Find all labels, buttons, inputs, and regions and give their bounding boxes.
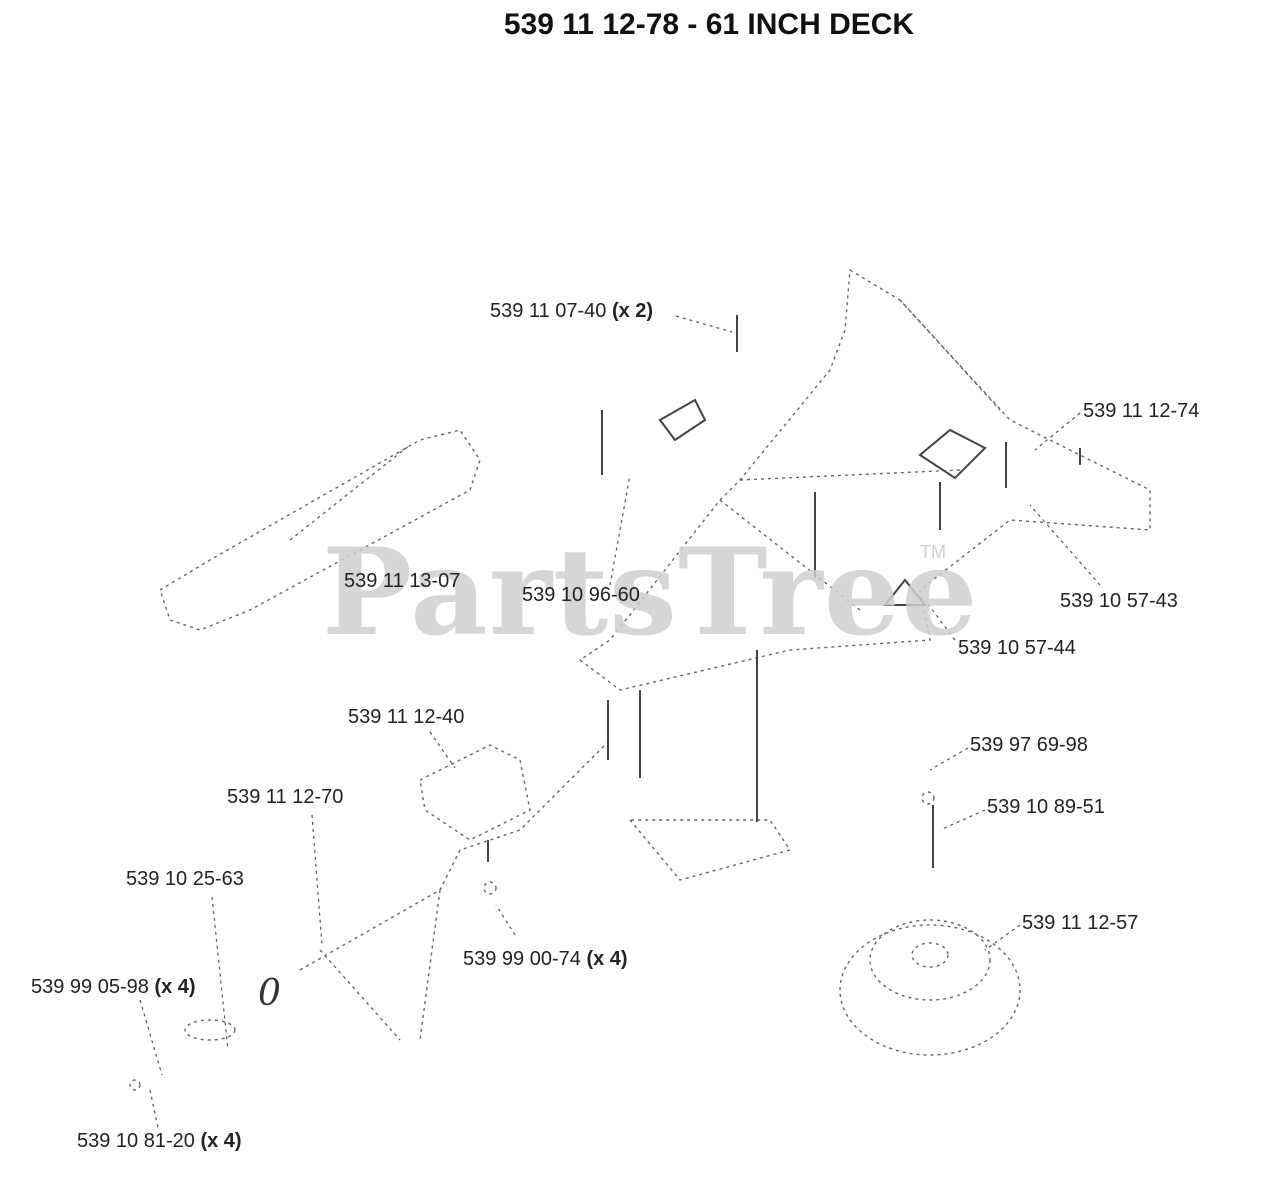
leader-p1: [675, 315, 733, 333]
leader-p2: [1034, 412, 1081, 451]
part-number: 539 10 57-44: [958, 637, 1076, 659]
part-label[interactable]: 539 10 25-63: [126, 868, 244, 891]
leader-p10: [939, 809, 986, 831]
leader-p4: [609, 474, 631, 586]
part-qty: (x 4): [586, 948, 628, 970]
leader-p9: [311, 814, 323, 946]
part-label[interactable]: 539 10 57-44: [958, 637, 1076, 660]
leader-p13: [495, 904, 516, 936]
part-number: 539 10 57-43: [1060, 590, 1178, 612]
part-label[interactable]: 539 11 07-40 (x 2): [490, 300, 653, 323]
leader-p15: [149, 1089, 159, 1129]
belt-guard: [159, 429, 481, 631]
part-number: 539 10 89-51: [987, 796, 1105, 818]
washer-right: [921, 791, 935, 805]
leader-p14: [139, 999, 163, 1076]
pulley-outer: [839, 924, 1021, 1056]
pulley-hub: [911, 942, 949, 968]
part-label[interactable]: 539 10 81-20 (x 4): [77, 1130, 242, 1153]
leader-p11: [211, 896, 229, 1051]
decal-2: [882, 578, 928, 606]
part-label[interactable]: 539 99 05-98 (x 4): [31, 976, 196, 999]
part-number: 539 11 12-70: [227, 786, 344, 808]
part-label[interactable]: 539 10 57-43: [1060, 590, 1178, 613]
bolt-center: [483, 881, 497, 895]
nut-lower-left: [129, 1079, 141, 1091]
part-number: 539 11 12-57: [1022, 912, 1139, 934]
part-label[interactable]: 539 11 12-57: [1022, 912, 1138, 935]
leader-p5: [1029, 504, 1101, 586]
deck-outline: [578, 268, 1151, 691]
part-number: 539 99 05-98: [31, 976, 149, 998]
part-number: 539 10 96-60: [522, 584, 640, 606]
part-qty: (x 4): [200, 1130, 242, 1152]
part-label[interactable]: 539 11 13-07: [344, 570, 460, 593]
part-number: 539 11 12-74: [1083, 400, 1200, 422]
part-qty: (x 4): [154, 976, 196, 998]
watermark-tm: TM: [920, 542, 946, 562]
deck-plate: [628, 819, 792, 881]
leader-p12: [984, 924, 1021, 951]
deck-ridge: [719, 299, 1001, 611]
part-label[interactable]: 539 11 12-40: [348, 706, 464, 729]
leader-p7: [429, 731, 456, 769]
part-number: 539 99 00-74: [463, 948, 581, 970]
part-label[interactable]: 539 11 12-74: [1083, 400, 1199, 423]
decal-1: [918, 428, 987, 480]
part-label[interactable]: 539 11 12-70: [227, 786, 343, 809]
lift-arm: [299, 739, 611, 1041]
part-number: 539 11 13-07: [344, 570, 461, 592]
watermark: PartsTree: [322, 522, 979, 663]
part-number: 539 97 69-98: [970, 734, 1088, 756]
part-label[interactable]: 539 97 69-98: [970, 734, 1088, 757]
belt-spring: [289, 444, 411, 541]
part-label[interactable]: 539 10 96-60: [522, 584, 640, 607]
part-number: 539 11 07-40: [490, 300, 607, 322]
pulley-mid: [869, 919, 991, 1001]
washer-left: [184, 1019, 236, 1041]
part-number: 539 10 25-63: [126, 868, 244, 890]
leader-p8: [929, 747, 969, 771]
part-label[interactable]: 539 99 00-74 (x 4): [463, 948, 628, 971]
part-number: 539 10 81-20: [77, 1130, 195, 1152]
part-number: 539 11 12-40: [348, 706, 465, 728]
part-label[interactable]: 539 10 89-51: [987, 796, 1105, 819]
part-qty: (x 2): [611, 300, 654, 322]
svg-text:0: 0: [258, 973, 281, 1014]
page-title: 539 11 12-78 - 61 INCH DECK: [503, 8, 915, 41]
mandrel-housing: [419, 744, 531, 841]
leader-p6: [924, 599, 956, 641]
decal-3: [658, 398, 707, 442]
